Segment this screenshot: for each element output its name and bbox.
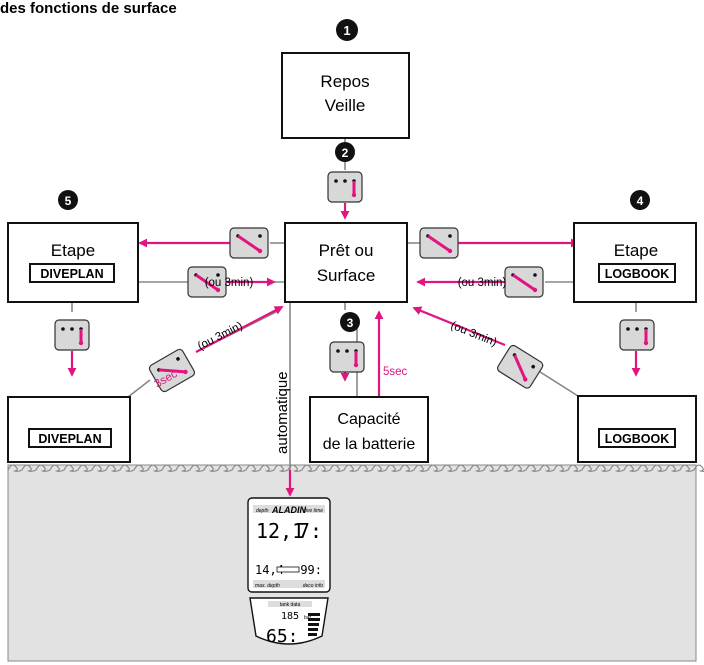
button-press-icon (328, 340, 366, 374)
label-deco-info: deco info (303, 583, 324, 589)
svg-text:Etape: Etape (51, 241, 95, 260)
button-press-icon (418, 226, 460, 260)
label-ou-3min: (ou 3min) (449, 320, 499, 349)
button-press-icon (53, 318, 91, 352)
svg-text:4: 4 (637, 194, 644, 208)
box-repos-veille: Repos Veille (281, 52, 410, 139)
svg-text:DIVEPLAN: DIVEPLAN (40, 267, 103, 281)
label-tank-data: tank data (280, 602, 301, 608)
button-press-icon (503, 265, 545, 299)
label-5sec: 5sec (383, 366, 408, 378)
transition-arrows (67, 203, 641, 497)
label-automatique: automatique (274, 371, 291, 454)
step-marker-1: 1 (336, 19, 358, 41)
svg-text:Surface: Surface (317, 266, 376, 285)
device-brand: ALADIN (271, 505, 306, 515)
box-etape-diveplan: Etape DIVEPLAN (7, 222, 139, 303)
svg-text:LOGBOOK: LOGBOOK (605, 267, 670, 281)
label-ou-3min: (ou 3min) (196, 320, 245, 353)
svg-text:2: 2 (342, 146, 349, 160)
label-max-depth: max. depth (255, 583, 280, 589)
svg-text:Etape: Etape (614, 241, 658, 260)
step-marker-5: 5 (58, 190, 78, 210)
button-press-icon (494, 342, 546, 392)
box-battery-capacity: Capacité de la batterie (309, 396, 429, 463)
box-etape-logbook: Etape LOGBOOK (573, 222, 697, 303)
svg-text:DIVEPLAN: DIVEPLAN (38, 432, 101, 446)
svg-text:Capacité: Capacité (337, 411, 400, 428)
time-value: 7: (298, 519, 322, 543)
svg-text:Prêt ou: Prêt ou (319, 241, 374, 260)
step-marker-4: 4 (630, 190, 650, 210)
button-press-icon (228, 226, 270, 260)
svg-text:Repos: Repos (320, 72, 369, 91)
label-depth: depth (256, 508, 269, 514)
page-title: des fonctions de surface (0, 0, 177, 17)
label-dive-time: dive time (303, 508, 323, 514)
pressure-unit: bar (304, 615, 312, 621)
step-marker-3: 3 (340, 312, 360, 332)
svg-text:5: 5 (65, 194, 72, 208)
max-depth-value: 14,4 (255, 563, 284, 577)
depth-value: 12,1 (256, 519, 304, 543)
tank-pressure-value: 185 (281, 611, 299, 622)
deco-value: 99: (300, 563, 322, 577)
svg-text:Veille: Veille (325, 96, 366, 115)
water-surface (7, 464, 704, 662)
box-pret-surface: Prêt ou Surface (284, 222, 408, 303)
tank-gauge-bars (308, 613, 320, 636)
svg-text:LOGBOOK: LOGBOOK (605, 432, 670, 446)
dive-computer-device: depth ALADIN dive time 12,1 7: 14,4 99: … (247, 497, 331, 647)
label-ou-3min: (ou 3min) (205, 277, 254, 289)
step-marker-2: 2 (335, 142, 355, 162)
svg-text:3: 3 (347, 316, 354, 330)
svg-text:1: 1 (343, 23, 350, 38)
svg-text:de la batterie: de la batterie (323, 436, 416, 453)
box-logbook: LOGBOOK (577, 395, 697, 463)
button-press-icon (618, 318, 656, 352)
box-diveplan: DIVEPLAN (7, 396, 131, 463)
label-ou-3min: (ou 3min) (458, 277, 507, 289)
button-press-icon (326, 170, 364, 204)
tank-big-value: 65: (266, 626, 299, 647)
